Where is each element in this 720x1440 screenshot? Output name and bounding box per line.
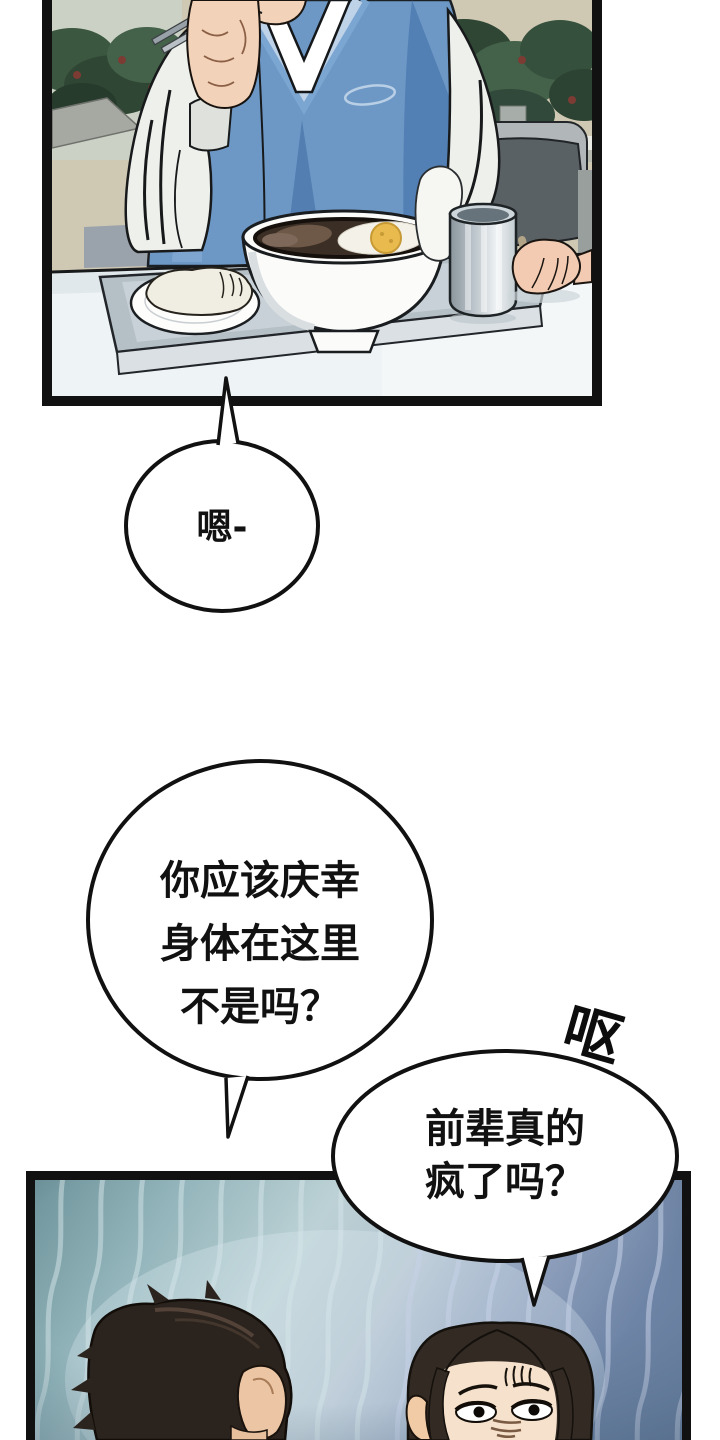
sleeve-fold xyxy=(464,79,483,206)
nose-marks xyxy=(490,1418,522,1439)
bubble-tail-down xyxy=(224,1075,250,1139)
person-eating xyxy=(124,0,501,268)
reaction-scene xyxy=(35,1180,682,1440)
bowl-shading xyxy=(248,251,316,332)
eyebrow-right xyxy=(512,1382,550,1392)
bubble-text-line2: 疯了吗？ xyxy=(425,1159,585,1205)
neck xyxy=(230,1424,268,1440)
hair-highlight2 xyxy=(174,1318,261,1350)
bubble-text-line2: 身体在这里 xyxy=(160,921,360,967)
bubble-text-line3: 不是吗？ xyxy=(180,984,340,1030)
speech-bubble-hmm: 嗯- xyxy=(124,376,320,613)
woman-face xyxy=(405,1321,595,1440)
pupil-left xyxy=(473,1406,485,1418)
hair-lock-left xyxy=(428,1367,451,1440)
bubble-text-line1: 你应该庆幸 xyxy=(159,858,360,904)
right-hand xyxy=(508,238,592,303)
dumpling xyxy=(145,266,253,316)
hair-spikes xyxy=(71,1280,221,1430)
lash-left xyxy=(454,1401,497,1412)
finger-lines xyxy=(201,19,247,87)
ear xyxy=(237,1364,287,1440)
bubble-text: 嗯- xyxy=(197,507,248,548)
man-back-of-head xyxy=(71,1280,293,1440)
vneck-stripe-dark xyxy=(238,0,370,115)
metal-cup xyxy=(448,202,518,324)
eyebrow-left xyxy=(458,1384,498,1396)
hairline-left xyxy=(444,1329,498,1373)
lash-right xyxy=(510,1399,553,1410)
hair-highlight xyxy=(154,1307,255,1338)
ear-inner xyxy=(252,1377,274,1395)
pupil-right xyxy=(528,1404,540,1416)
sleeve-fold2 xyxy=(143,119,154,241)
vest-logo xyxy=(343,84,397,106)
finger-lines-right xyxy=(531,255,569,291)
hairline-right xyxy=(496,1329,546,1371)
cafeteria-scene xyxy=(52,0,592,396)
noodle-bowl xyxy=(241,209,447,354)
sleeve-fold3 xyxy=(159,89,172,245)
bubble-tail-down xyxy=(520,1255,551,1307)
speech-bubble-crazy: 前辈真的 疯了吗？ xyxy=(331,1049,679,1307)
bubble-text-line1: 前辈真的 xyxy=(425,1106,585,1152)
side-dish-plate xyxy=(129,266,261,336)
cup-interior xyxy=(457,208,509,222)
bowl-foot xyxy=(308,329,380,354)
hair-lock-right xyxy=(549,1367,574,1440)
egg-yolk xyxy=(370,222,402,254)
dumpling-pleats xyxy=(219,271,243,299)
meat-slice2 xyxy=(262,233,298,247)
speech-bubble-lucky: 你应该庆幸 身体在这里 不是吗？ xyxy=(86,759,434,1139)
panel-cafeteria xyxy=(42,0,602,406)
panel-reaction xyxy=(26,1171,691,1440)
bubble-tail-up xyxy=(216,376,240,446)
yolk-speckle2 xyxy=(389,239,393,243)
left-hand-fist xyxy=(186,0,261,109)
yolk-speckle xyxy=(380,232,384,236)
sleeve-crease xyxy=(174,149,183,249)
ear xyxy=(405,1394,433,1440)
